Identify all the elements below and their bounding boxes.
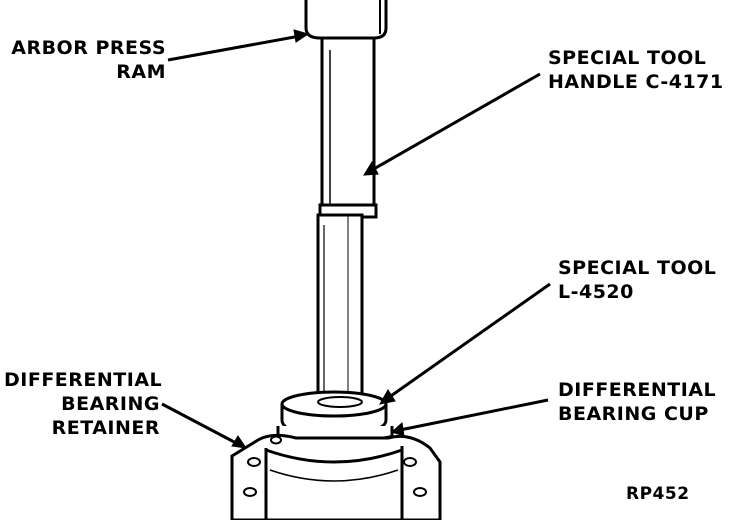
label-tool-line-1: SPECIAL TOOL [558,257,717,279]
label-arbor-press-ram: ARBOR PRESS RAM [8,36,166,84]
leader-retainer [161,402,239,446]
leader-tool [387,282,551,400]
label-special-tool-handle: SPECIAL TOOL HANDLE C-4171 [548,46,724,94]
arrowhead-cup [391,422,405,437]
arbor-press-ram [304,0,388,40]
label-handle-line-2: HANDLE C-4171 [548,71,724,93]
label-retainer-line-1: DIFFERENTIAL [4,369,163,391]
label-handle-line-1: SPECIAL TOOL [548,47,707,69]
label-arbor-line-1: ARBOR PRESS [11,37,166,59]
bearing-retainer [230,433,442,520]
label-differential-bearing-retainer: DIFFERENTIAL BEARING RETAINER [4,368,163,440]
label-differential-bearing-cup: DIFFERENTIAL BEARING CUP [558,378,716,426]
label-retainer-line-3: RETAINER [51,417,160,439]
leader-handle [371,72,541,172]
leader-cup [399,398,549,432]
label-tool-line-2: L-4520 [558,281,634,303]
arrowhead-handle [363,160,379,176]
label-arbor-line-2: RAM [116,61,166,83]
arrowhead-retainer [231,435,248,449]
label-retainer-line-2: BEARING [61,393,160,415]
tool-handle-shaft [316,36,378,407]
arrowhead-tool [379,389,396,405]
label-cup-line-1: DIFFERENTIAL [558,379,717,401]
leader-arbor-ram [167,34,301,62]
label-cup-line-2: BEARING CUP [558,403,709,425]
figure-code: RP452 [626,484,690,504]
arrowhead-arbor-ram [293,29,310,43]
leader-lines [161,29,551,449]
label-special-tool: SPECIAL TOOL L-4520 [558,256,716,304]
